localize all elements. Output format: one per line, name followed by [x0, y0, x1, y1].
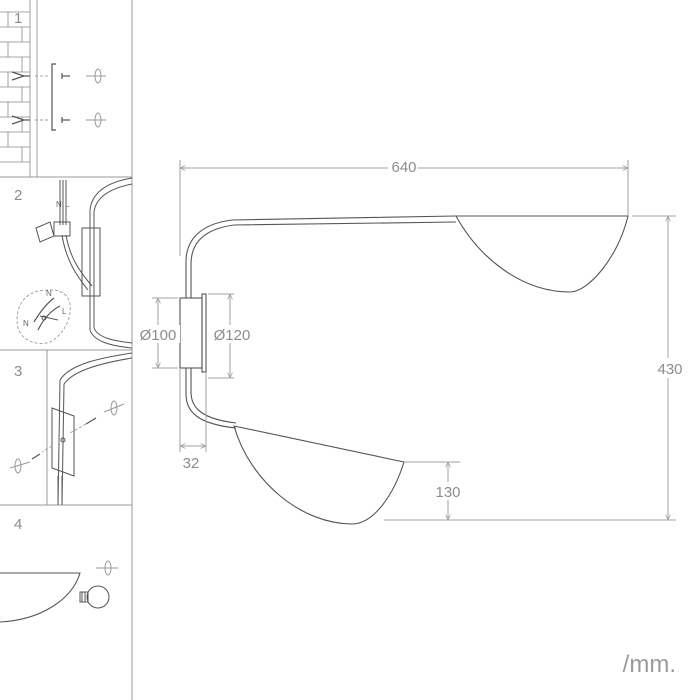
- wall-lamp-drawing: [179, 215, 629, 525]
- wall-base-cover: [201, 293, 207, 373]
- install-direction-arrows: [41, 423, 87, 453]
- step-2-panel: 2 N L N N L: [14, 177, 133, 349]
- brick-wall: [0, 0, 38, 177]
- mounting-bracket: [51, 63, 56, 131]
- screw-in-rotate-icon: [96, 560, 118, 576]
- unit-label: /mm.: [623, 651, 676, 678]
- wire-label-live: L: [65, 200, 70, 209]
- wall-anchor-icon: [11, 71, 30, 125]
- dimension-labels: 640 430 130 Ø100 Ø120 32: [136, 158, 685, 501]
- upper-shade: [455, 215, 629, 293]
- step-2-number: 2: [14, 187, 22, 204]
- arm-silhouette-step3: [51, 352, 133, 506]
- screwdriver-rotate-icon: [86, 68, 106, 128]
- terminal-block-icon: [35, 221, 71, 243]
- step-1-number: 1: [14, 10, 22, 27]
- dimension-width-label: 640: [391, 159, 416, 176]
- step-4-panel: 4: [0, 516, 118, 623]
- light-bulb-icon: [79, 585, 110, 609]
- shade-silhouette: [0, 572, 81, 623]
- callout-label-neutral: N: [23, 319, 29, 328]
- callout-label-neutral-top: N: [46, 289, 52, 298]
- arm-silhouette: [81, 177, 133, 349]
- dimension-height-label: 430: [657, 361, 682, 378]
- dimension-large-diameter-label: Ø120: [214, 327, 251, 344]
- wiring-detail-callout: N N L: [16, 289, 71, 344]
- screw-icon: [61, 73, 70, 123]
- drill-direction-arrows: [34, 75, 48, 121]
- steps-column: [0, 0, 133, 700]
- step-1-panel: 1: [0, 0, 106, 177]
- dimension-shade-height-label: 130: [435, 484, 460, 501]
- screwdriver-rotate-icon: [9, 400, 125, 474]
- lower-shade: [233, 425, 405, 525]
- callout-label-live: L: [62, 307, 67, 316]
- step-4-number: 4: [14, 516, 22, 533]
- dimension-depth-label: 32: [183, 455, 200, 472]
- step-3-number: 3: [14, 363, 22, 380]
- dimension-small-diameter-label: Ø100: [140, 327, 177, 344]
- wires: [59, 180, 93, 291]
- screw-icon: [31, 417, 97, 460]
- wall-base-plate: [179, 297, 203, 369]
- wire-label-neutral: N: [56, 200, 62, 209]
- step-3-panel: 3: [9, 352, 133, 506]
